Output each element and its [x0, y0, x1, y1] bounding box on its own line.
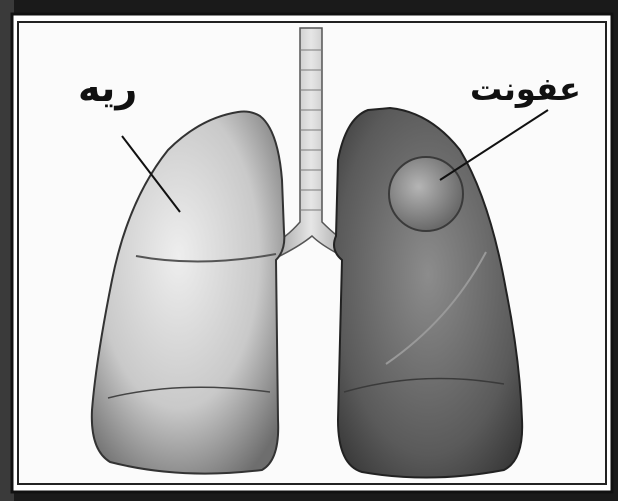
infection-label: عفونت — [470, 70, 581, 108]
lung-label: ریه — [78, 66, 137, 110]
infection-spot — [389, 157, 463, 231]
